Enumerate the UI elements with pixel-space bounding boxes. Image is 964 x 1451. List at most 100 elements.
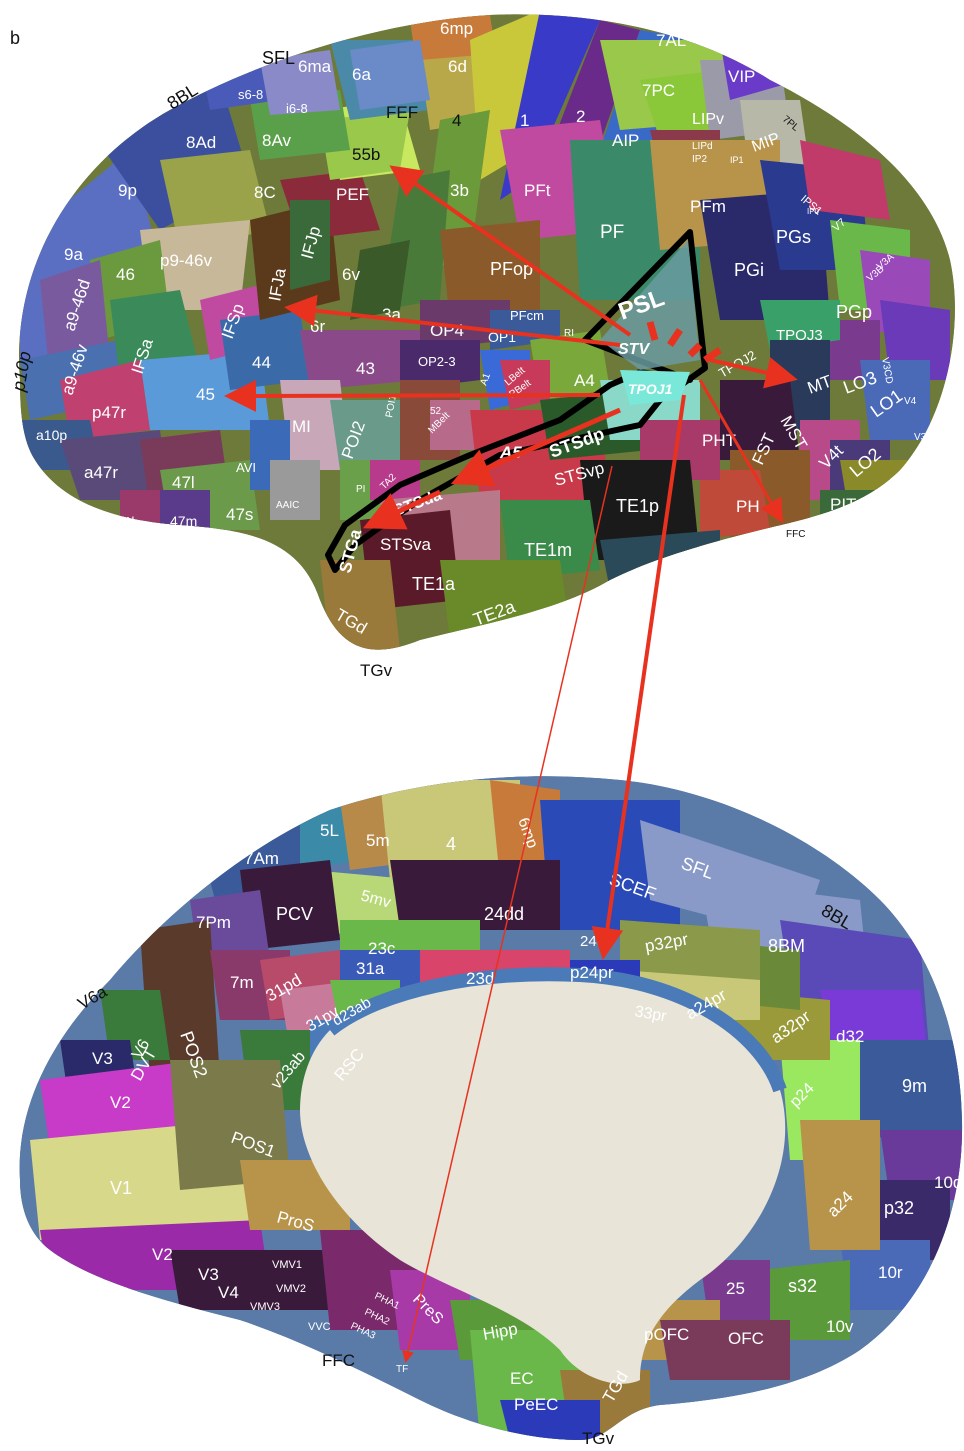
label-47m: 47m [170, 513, 197, 529]
label-6v: 6v [342, 265, 360, 284]
label-VMV1: VMV1 [272, 1259, 302, 1271]
label-PEF: PEF [336, 185, 369, 204]
label-9a: 9a [64, 245, 83, 264]
label-TE1p: TE1p [616, 496, 659, 516]
label-AAIC: AAIC [276, 500, 299, 511]
label-a10p: a10p [36, 427, 67, 443]
label-TF: TF [396, 1364, 408, 1375]
label-p32: p32 [884, 1198, 914, 1218]
label-V2-lower: V2 [152, 1245, 173, 1264]
label-s6-8: s6-8 [238, 87, 263, 102]
label-s32: s32 [788, 1276, 817, 1296]
label-d32: d32 [836, 1027, 864, 1046]
label-p9-46v: p9-46v [160, 251, 212, 270]
label-PFm: PFm [690, 197, 726, 216]
label-PGi: PGi [734, 260, 764, 280]
label-IP1: IP1 [730, 155, 744, 165]
label-V4-med: V4 [218, 1283, 239, 1302]
label-31a: 31a [356, 959, 385, 978]
label-SFL: SFL [262, 48, 295, 68]
label-V1: V1 [110, 1178, 132, 1198]
label-7m: 7m [230, 973, 254, 992]
label-47s: 47s [226, 505, 253, 524]
label-2: 2 [576, 107, 585, 126]
label-VVC: VVC [308, 1321, 331, 1333]
label-AIP: AIP [612, 131, 639, 150]
label-47l: 47l [172, 473, 195, 492]
label-6a: 6a [352, 65, 371, 84]
panel-letter: b [10, 28, 20, 48]
label-4: 4 [452, 111, 461, 130]
label-PeEC: PeEC [514, 1395, 558, 1414]
label-6r: 6r [310, 317, 325, 336]
label-8Ad: 8Ad [186, 133, 216, 152]
label-PCV: PCV [276, 904, 313, 924]
label-PF: PF [600, 222, 624, 243]
label-6mp: 6mp [440, 19, 473, 38]
label-FEF: FEF [386, 103, 418, 122]
label-pOFC: pOFC [644, 1325, 689, 1344]
label-PH: PH [736, 497, 760, 516]
label-7Pm: 7Pm [196, 913, 231, 932]
label-TPOJ1: TPOJ1 [628, 381, 673, 397]
label-V3-med: V3 [92, 1049, 113, 1068]
label-23d: 23d [466, 969, 494, 988]
label-OP2-3: OP2-3 [418, 354, 456, 369]
label-10r: 10r [878, 1263, 903, 1282]
label-TE2p: TE2p [630, 570, 654, 581]
label-VMV2: VMV2 [276, 1283, 306, 1295]
label-10d: 10d [934, 1173, 962, 1192]
label-8BM: 8BM [768, 936, 805, 956]
label-V3-lower: V3 [198, 1265, 219, 1284]
label-V3-lat: V3 [914, 432, 927, 443]
label-LIPd: LIPd [692, 141, 713, 152]
label-24dd: 24dd [484, 904, 524, 924]
label-EC: EC [510, 1369, 534, 1388]
label-TGv: TGv [360, 661, 393, 680]
label-9p: 9p [118, 181, 137, 200]
label-A4: A4 [574, 371, 595, 390]
label-5m: 5m [366, 831, 390, 850]
label-7Am: 7Am [244, 849, 279, 868]
label-PGp: PGp [836, 302, 872, 322]
label-5L: 5L [320, 821, 339, 840]
label-23c: 23c [368, 939, 396, 958]
label-11l: 11l [118, 514, 134, 529]
label-TPOJ3: TPOJ3 [776, 327, 823, 344]
label-p24pr: p24pr [570, 963, 614, 982]
label-4-med: 4 [446, 834, 456, 854]
label-6ma: 6ma [298, 57, 332, 76]
label-13l: 13l [204, 532, 217, 543]
label-25: 25 [726, 1279, 745, 1298]
label-9m: 9m [902, 1076, 927, 1096]
label-V2: V2 [110, 1093, 131, 1112]
label-8C: 8C [254, 183, 276, 202]
label-LIPv: LIPv [692, 111, 724, 128]
label-3b: 3b [450, 181, 469, 200]
label-7PC: 7PC [642, 81, 675, 100]
label-TGv-med: TGv [582, 1429, 615, 1448]
label-VIP: VIP [728, 67, 755, 86]
label-55b: 55b [352, 145, 380, 164]
label-FFC-med: FFC [322, 1351, 355, 1370]
label-V4: V4 [904, 396, 917, 407]
label-PGs: PGs [776, 227, 811, 247]
label-PFcm: PFcm [510, 308, 544, 323]
label-STSva: STSva [380, 535, 432, 554]
label-OFC: OFC [728, 1329, 764, 1348]
label-i6-8: i6-8 [286, 101, 308, 116]
label-p47r: p47r [92, 403, 126, 422]
label-PFt: PFt [524, 181, 551, 200]
label-PI: PI [356, 484, 365, 495]
label-8Av: 8Av [262, 131, 291, 150]
label-IP0: IP0 [807, 207, 820, 216]
label-TE1m: TE1m [524, 540, 572, 560]
label-10v: 10v [826, 1317, 854, 1336]
arrow-to-45 [232, 395, 600, 396]
label-FFC-lat: FFC [786, 529, 805, 540]
label-MI: MI [292, 417, 311, 436]
label-7AL: 7AL [656, 31, 686, 50]
label-a47r: a47r [84, 463, 118, 482]
label-STV: STV [618, 341, 650, 358]
